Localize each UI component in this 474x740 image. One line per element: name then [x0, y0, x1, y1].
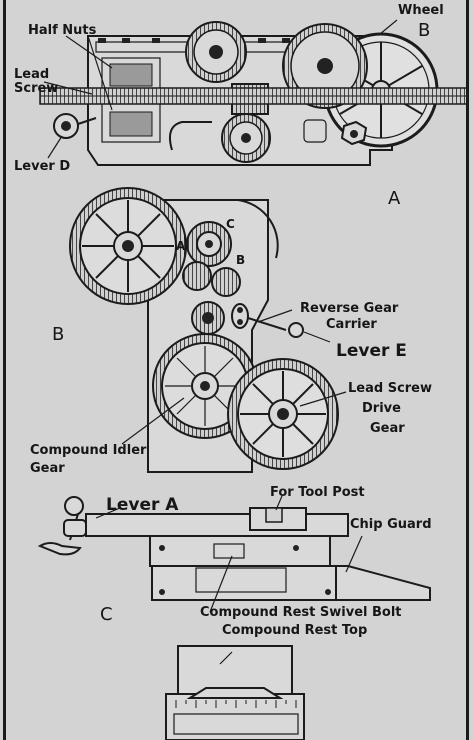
label-reverse-gear: Reverse Gear [300, 301, 399, 316]
figure-a [39, 19, 469, 166]
label-swivel-bolt: Compound Rest Swivel Bolt [200, 605, 402, 620]
section-a: A [388, 188, 401, 209]
label-for-tool-post: For Tool Post [270, 485, 365, 500]
label-gear-c: C [226, 217, 235, 231]
gear-a-small [182, 261, 212, 291]
half-nut-lower [109, 111, 153, 137]
label-lead-screw-drive-2: Drive [362, 401, 401, 416]
label-lever-e: Lever E [336, 341, 407, 361]
figure-c [37, 495, 431, 613]
label-rest-top: Compound Rest Top [222, 623, 368, 638]
label-wheel-b: B [418, 20, 431, 41]
label-lead-screw: Lead Screw [14, 67, 59, 96]
label-lead-screw-drive-3: Gear [370, 421, 405, 436]
label-compound-idler: Compound Idler [30, 443, 147, 458]
section-c: C [100, 604, 113, 625]
label-wheel: Wheel [398, 3, 444, 18]
section-b: B [52, 324, 65, 345]
half-nut-upper [109, 63, 153, 87]
label-half-nuts: Half Nuts [28, 23, 97, 38]
gear-b-small [211, 267, 241, 297]
label-lever-a: Lever A [106, 495, 179, 515]
lever-e-knob [288, 322, 304, 338]
rest-top-block [177, 645, 293, 695]
label-lever-d: Lever D [14, 159, 71, 174]
rest-body [149, 535, 331, 567]
label-gear-a: A [176, 239, 186, 253]
figure-d [165, 645, 305, 740]
lever-a-knob [64, 496, 84, 516]
compound-slide [85, 513, 349, 537]
label-carrier: Carrier [326, 317, 377, 332]
chip-guard [335, 565, 431, 601]
label-gear-b: B [236, 253, 246, 267]
figure-b [69, 187, 347, 473]
label-chip-guard: Chip Guard [350, 517, 432, 532]
label-compound-idler-gear: Gear [30, 461, 65, 476]
label-lead-screw-drive-1: Lead Screw [348, 381, 433, 396]
rest-base [151, 565, 337, 601]
